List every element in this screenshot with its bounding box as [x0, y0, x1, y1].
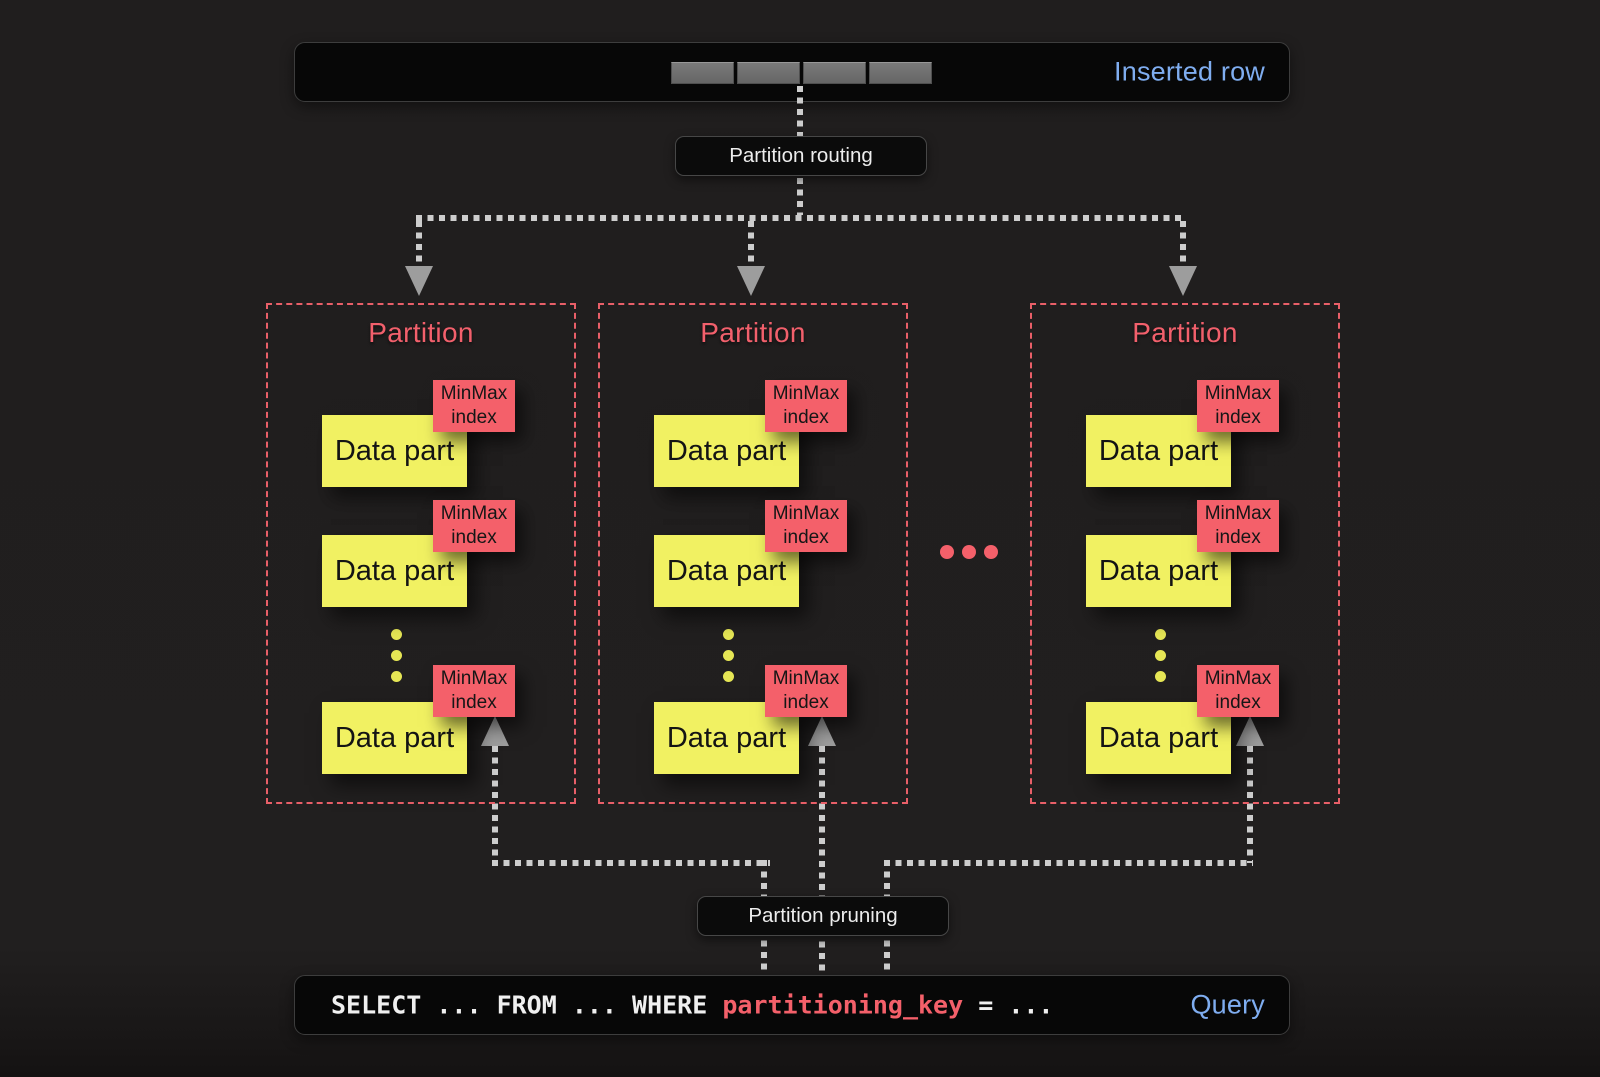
minmax-index-tag: MinMax index [1197, 665, 1279, 717]
minmax-index-tag: MinMax index [1197, 500, 1279, 552]
arrow-down-partition-2-icon [737, 266, 765, 296]
prune-line-partition-3 [1247, 746, 1253, 863]
inserted-row-segments [671, 62, 932, 84]
row-segment [869, 62, 932, 84]
partition-title: Partition [368, 317, 474, 348]
arrow-down-partition-3-icon [1169, 266, 1197, 296]
arrow-down-partition-1-icon [405, 266, 433, 296]
more-partitions-ellipsis-icon [940, 545, 998, 559]
drop-line-partition-2 [748, 221, 754, 269]
row-segment [671, 62, 734, 84]
sql-partitioning-key: partitioning_key [722, 990, 964, 1020]
minmax-index-tag: MinMax index [1197, 380, 1279, 432]
minmax-index-tag: MinMax index [765, 665, 847, 717]
partition-pruning-label: Partition pruning [697, 896, 949, 936]
partition-routing-label: Partition routing [675, 136, 927, 176]
partition-box-3: Partition MinMax index Data part MinMax … [1030, 303, 1340, 804]
partition-box-1: Partition MinMax index Data part MinMax … [266, 303, 576, 804]
minmax-index-tag: MinMax index [765, 500, 847, 552]
row-segment [737, 62, 800, 84]
minmax-index-tag: MinMax index [765, 380, 847, 432]
partition-title: Partition [1132, 317, 1238, 348]
query-box: SELECT ... FROM ... WHERE partitioning_k… [294, 975, 1290, 1035]
prune-rail-right [884, 860, 1253, 866]
more-parts-ellipsis-icon [723, 629, 734, 692]
data-part-box: Data part [322, 535, 467, 607]
prune-rail-left [492, 860, 770, 866]
drop-line-partition-1 [416, 221, 422, 269]
minmax-index-tag: MinMax index [433, 500, 515, 552]
partition-title: Partition [700, 317, 806, 348]
more-parts-ellipsis-icon [1155, 629, 1166, 692]
prune-line-partition-2 [819, 746, 825, 975]
arrow-up-partition-1-icon [481, 716, 509, 746]
partition-box-2: Partition MinMax index Data part MinMax … [598, 303, 908, 804]
arrow-up-partition-2-icon [808, 716, 836, 746]
minmax-index-tag: MinMax index [433, 380, 515, 432]
query-label: Query [1190, 989, 1265, 1020]
more-parts-ellipsis-icon [391, 629, 402, 692]
inserted-row-label: Inserted row [1114, 56, 1265, 87]
drop-line-partition-3 [1180, 221, 1186, 269]
inserted-row-box: Inserted row [294, 42, 1290, 102]
sql-query-suffix: = ... [963, 990, 1054, 1020]
minmax-index-tag: MinMax index [433, 665, 515, 717]
arrow-up-partition-3-icon [1236, 716, 1264, 746]
sql-query-prefix: SELECT ... FROM ... WHERE [331, 990, 723, 1020]
row-segment [803, 62, 866, 84]
distribution-rail-line [416, 215, 1186, 221]
sql-query-text: SELECT ... FROM ... WHERE partitioning_k… [331, 991, 1053, 1020]
data-part-box: Data part [1086, 535, 1231, 607]
prune-line-partition-1 [492, 746, 498, 863]
